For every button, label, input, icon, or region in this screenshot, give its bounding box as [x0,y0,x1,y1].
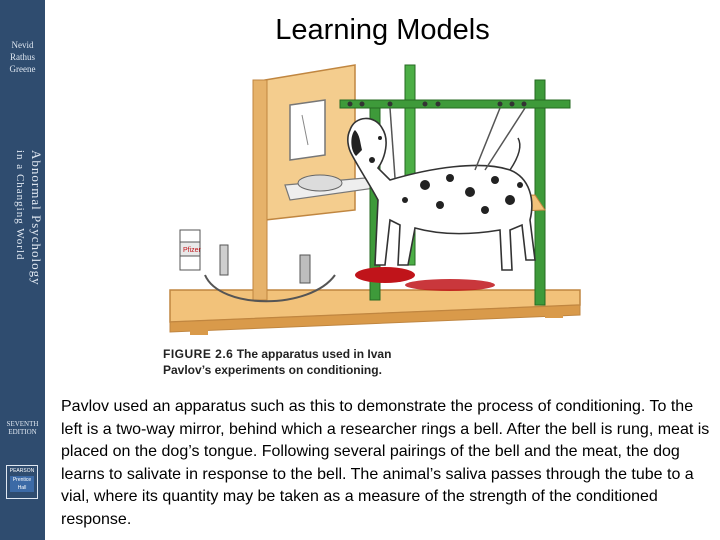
wooden-base [169,289,581,335]
caption-line1: The apparatus used in Ivan [236,347,392,361]
author-name: Nevid [11,40,34,50]
harness [389,107,526,179]
pearson-logo: PEARSON Prentice Hall [6,465,38,499]
sidebar: Nevid Rathus Greene Abnormal Psychology … [0,0,45,540]
tube-icon [204,274,336,303]
figure-number: FIGURE 2.6 [163,347,234,361]
vial-label: Pfizer [183,247,202,254]
vial-icon: Pfizer [179,229,311,284]
bowl-icon [297,174,343,192]
dog-illustration [347,117,536,271]
caption-line2: Pavlov’s experiments on conditioning. [163,363,382,377]
figure-caption: FIGURE 2.6 The apparatus used in Ivan Pa… [163,346,463,378]
book-title-line1: Abnormal Psychology [29,150,44,286]
body-paragraph: Pavlov used an apparatus such as this to… [61,398,710,528]
edition-line2: EDITION [8,428,37,436]
edition-line1: SEVENTH [6,420,39,428]
publisher-name: PEARSON [9,468,35,474]
mirror-icon [289,99,326,161]
book-title-line2: in a Changing World [14,150,26,261]
shelf [284,174,377,201]
pavlov-apparatus-illustration: Pfizer [169,64,581,335]
author-name: Greene [9,64,36,74]
author-name: Rathus [9,52,35,62]
publisher-sub-line1: Prentice [12,477,32,483]
edition-label: SEVENTH EDITION [0,420,45,436]
publisher-sub: Prentice Hall [10,476,34,492]
meat-spot [355,267,495,291]
publisher-sub-line2: Hall [17,485,27,491]
book-title: Abnormal Psychology in a Changing World [12,150,44,286]
slide-title: Learning Models [275,14,490,46]
